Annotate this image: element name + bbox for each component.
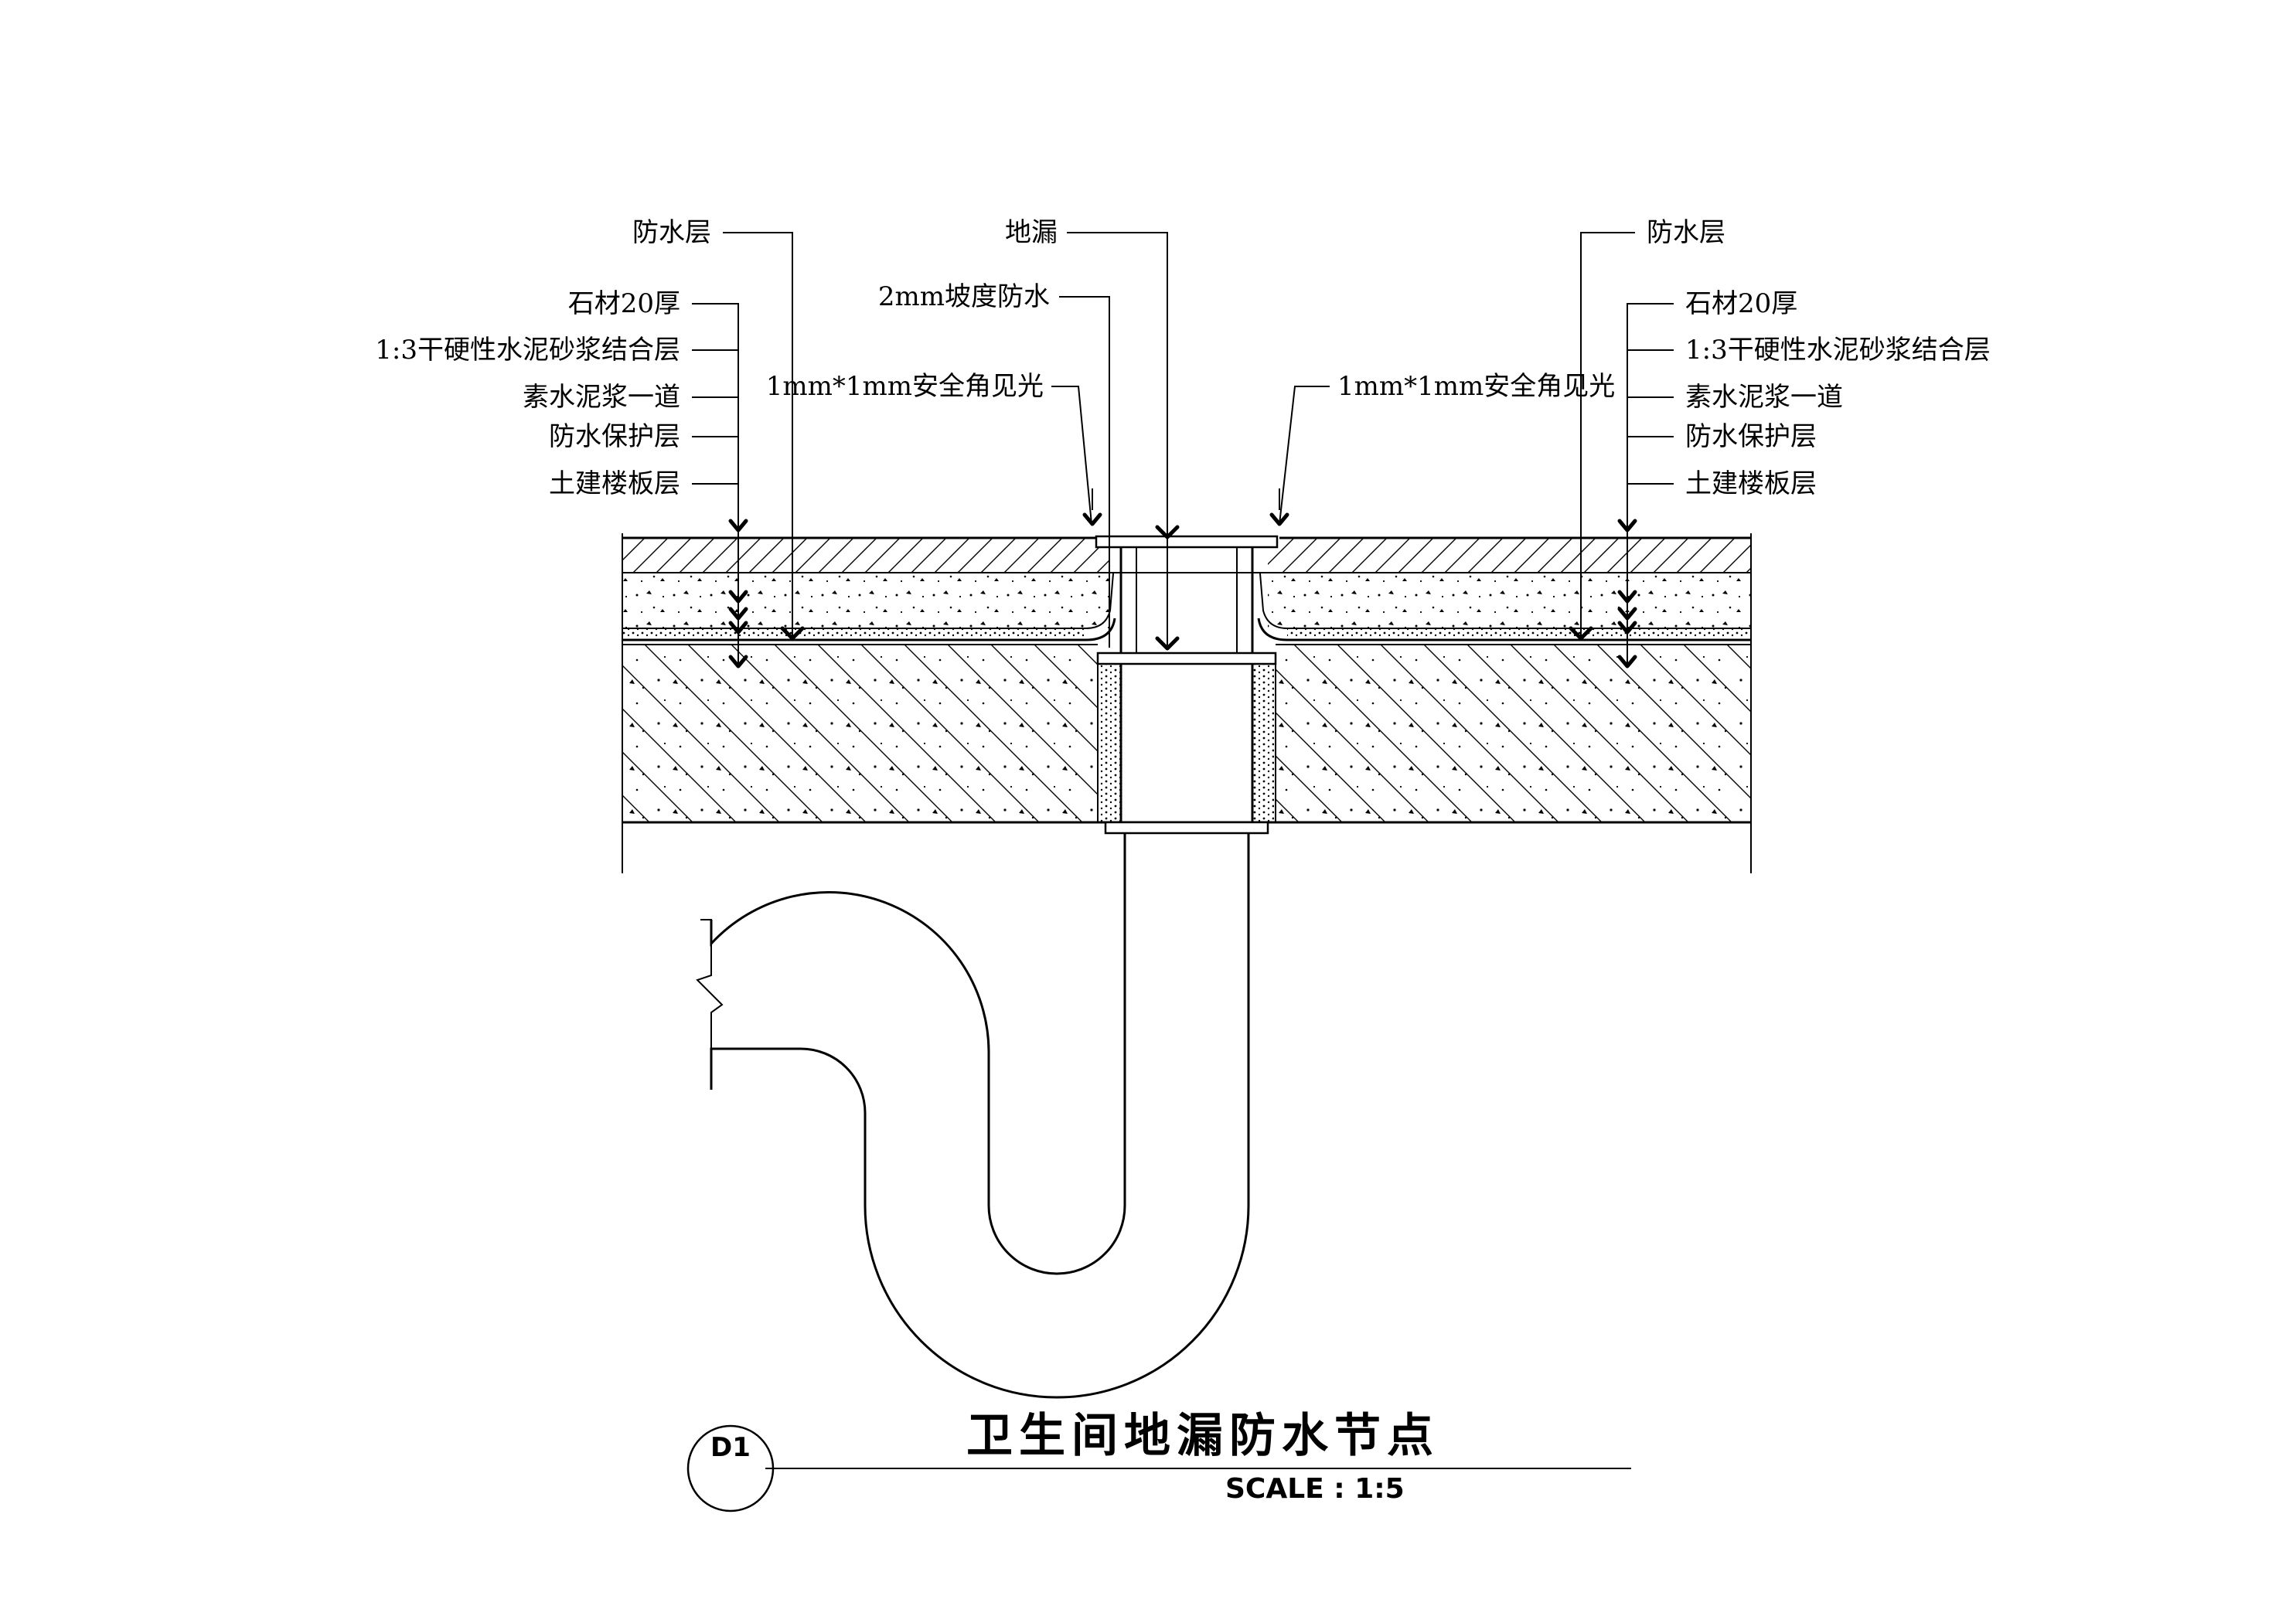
label-slope-waterproof: 2mm坡度防水 bbox=[878, 281, 1050, 312]
leader-lines-left bbox=[692, 232, 793, 665]
labels-right: 防水层 石材20厚 1:3干硬性水泥砂浆结合层 素水泥浆一道 防水保护层 土建楼… bbox=[1647, 217, 1991, 499]
label-left-protection: 防水保护层 bbox=[549, 421, 680, 452]
label-right-protection: 防水保护层 bbox=[1685, 421, 1817, 452]
label-right-stone: 石材20厚 bbox=[1685, 288, 1797, 319]
label-safety-corner-right: 1mm*1mm安全角见光 bbox=[1337, 371, 1615, 402]
label-floor-drain: 地漏 bbox=[1005, 217, 1058, 248]
drawing-scale: SCALE : 1:5 bbox=[1225, 1473, 1405, 1505]
label-left-waterproof: 防水层 bbox=[632, 217, 711, 248]
leader-lines-center bbox=[1051, 232, 1330, 648]
labels-left: 防水层 石材20厚 1:3干硬性水泥砂浆结合层 素水泥浆一道 防水保护层 土建楼… bbox=[375, 217, 711, 499]
label-safety-corner-left: 1mm*1mm安全角见光 bbox=[766, 371, 1044, 402]
labels-center: 地漏 2mm坡度防水 1mm*1mm安全角见光 1mm*1mm安全角见光 bbox=[766, 217, 1615, 402]
label-right-slab: 土建楼板层 bbox=[1685, 468, 1817, 499]
label-right-mortar: 1:3干硬性水泥砂浆结合层 bbox=[1685, 335, 1991, 366]
leader-lines-right bbox=[1580, 232, 1674, 665]
label-left-slab: 土建楼板层 bbox=[549, 468, 680, 499]
label-left-stone: 石材20厚 bbox=[568, 288, 680, 319]
label-left-mortar: 1:3干硬性水泥砂浆结合层 bbox=[375, 335, 680, 366]
p-trap-pipe bbox=[696, 833, 1250, 1399]
drawing-title: 卫生间地漏防水节点 bbox=[966, 1409, 1439, 1463]
floor-section bbox=[622, 533, 1752, 873]
floor-drain-body bbox=[1095, 535, 1279, 835]
callout-arrows bbox=[728, 488, 1637, 669]
label-left-cement-slurry: 素水泥浆一道 bbox=[523, 382, 680, 413]
label-right-cement-slurry: 素水泥浆一道 bbox=[1685, 382, 1843, 413]
detail-badge-text: D1 bbox=[710, 1432, 751, 1463]
title-block: D1 卫生间地漏防水节点 SCALE : 1:5 bbox=[686, 1409, 1631, 1512]
label-right-waterproof: 防水层 bbox=[1647, 217, 1725, 248]
